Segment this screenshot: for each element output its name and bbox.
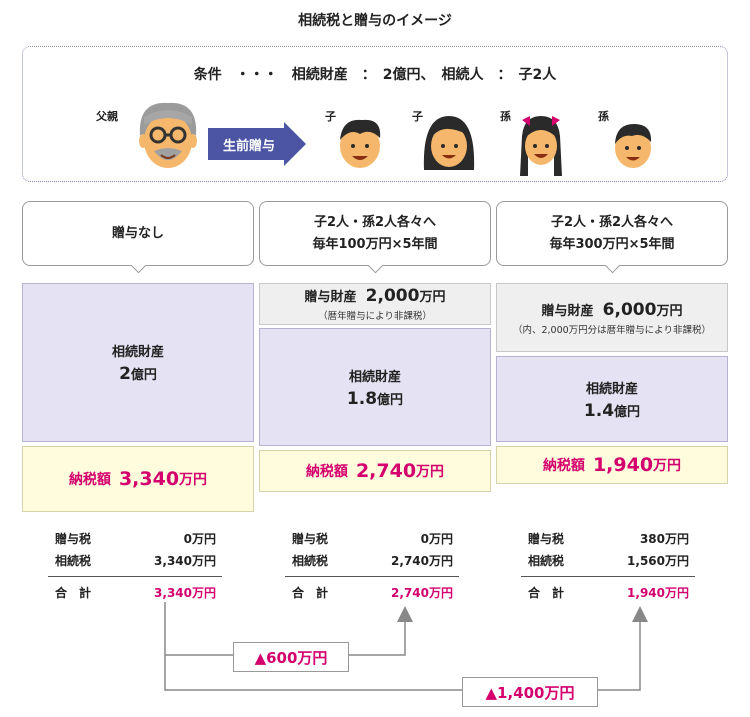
scenario3-tax-unit: 万円	[653, 458, 682, 474]
scenario1-tax-unit: 万円	[179, 472, 208, 488]
scenario3-bubble-line2: 毎年300万円×5年間	[549, 236, 675, 252]
scenario1-tax-box: 納税額 3,340 万円	[22, 446, 254, 512]
scenario2-inheritance-label: 相続財産	[348, 369, 401, 385]
gift-arrow-icon	[208, 122, 306, 166]
scenario2-tax-box: 納税額 2,740 万円	[259, 450, 491, 492]
scenario3-inheritance-tax-value: 1,560万円	[627, 554, 689, 568]
scenario1-gift-tax-label: 贈与税	[55, 532, 92, 546]
scenario3-gift-tax-label: 贈与税	[528, 532, 565, 546]
father-avatar-icon	[139, 102, 197, 168]
scenario3-gift-unit: 万円	[656, 303, 683, 319]
scenario3-tax-box: 納税額 1,940 万円	[496, 446, 728, 484]
scenario2-inheritance-amount: 1.8	[346, 388, 378, 409]
scenario2-gift-tax-label: 贈与税	[292, 532, 329, 546]
scenario2-bubble-line2: 毎年100万円×5年間	[312, 236, 438, 252]
scenario3-bubble: 子2人・孫2人各々へ 毎年300万円×5年間	[496, 201, 728, 266]
scenario3-inheritance-tax-label: 相続税	[528, 554, 565, 568]
difference-600-badge: ▲600万円	[233, 642, 349, 672]
scenario2-gift-amount: 2,000	[365, 286, 420, 306]
grandchild2-label: 孫	[598, 110, 609, 123]
scenario3-inheritance-unit: 億円	[614, 404, 641, 420]
scenario2-total-label: 合 計	[292, 586, 329, 600]
scenario3-inheritance-box: 相続財産 1.4億円	[496, 356, 728, 442]
scenario1-bubble: 贈与なし	[22, 201, 254, 266]
scenario1-inheritance-label: 相続財産	[111, 345, 164, 360]
scenario2-divider	[285, 576, 459, 577]
page-title: 相続税と贈与のイメージ	[298, 13, 452, 29]
scenario2-gift-label: 贈与財産	[304, 290, 357, 305]
scenario2-total-value: 2,740万円	[391, 586, 453, 600]
scenario2-inheritance-tax-label: 相続税	[292, 554, 329, 568]
scenario1-divider	[48, 576, 222, 577]
scenario2-inheritance-box: 相続財産 1.8億円	[259, 328, 491, 446]
scenario3-inheritance-label: 相続財産	[585, 381, 638, 397]
child-girl-avatar-icon	[423, 116, 475, 170]
scenario2-gift-unit: 万円	[419, 290, 446, 305]
scenario3-gift-note: （内、2,000万円分は暦年贈与により非課税）	[512, 324, 711, 336]
scenario2-bubble: 子2人・孫2人各々へ 毎年100万円×5年間	[259, 201, 491, 266]
scenario2-gift-note: （暦年贈与により非課税）	[318, 311, 432, 322]
conditions-panel	[22, 46, 728, 182]
scenario1-tax-amount: 3,340	[118, 468, 180, 490]
scenario2-bubble-line1: 子2人・孫2人各々へ	[313, 214, 437, 230]
difference-1400-badge: ▲1,400万円	[462, 677, 598, 707]
scenario1-inheritance-unit: 億円	[130, 368, 157, 383]
scenario1-tax-label: 納税額	[68, 472, 111, 488]
scenario2-tax-amount: 2,740	[355, 460, 417, 482]
scenario2-tax-unit: 万円	[416, 464, 445, 480]
scenario2-gift-box: 贈与財産 2,000万円 （暦年贈与により非課税）	[259, 283, 491, 325]
child2-label: 子	[412, 110, 423, 123]
scenario1-total-value: 3,340万円	[154, 586, 216, 600]
scenario3-tax-amount: 1,940	[592, 454, 654, 476]
child-boy-avatar-icon	[340, 119, 381, 168]
grandchild-boy-avatar-icon	[615, 124, 652, 168]
scenario1-bubble-text: 贈与なし	[111, 225, 164, 241]
scenario2-inheritance-unit: 億円	[377, 392, 404, 408]
scenario3-total-value: 1,940万円	[627, 586, 689, 600]
scenario1-inheritance-amount: 2	[119, 364, 131, 384]
scenario3-gift-box: 贈与財産 6,000万円 （内、2,000万円分は暦年贈与により非課税）	[496, 283, 728, 352]
scenario3-gift-label: 贈与財産	[541, 303, 594, 319]
child1-label: 子	[325, 110, 336, 123]
scenario3-inheritance-amount: 1.4	[583, 400, 615, 421]
scenario2-gift-tax-value: 0万円	[420, 532, 453, 546]
scenario1-inheritance-tax-value: 3,340万円	[154, 554, 216, 568]
scenario3-total-label: 合 計	[528, 586, 565, 600]
grandchild1-label: 孫	[500, 110, 511, 123]
scenario1-gift-tax-value: 0万円	[183, 532, 216, 546]
gift-arrow-label: 生前贈与	[222, 139, 275, 154]
grandchild-girl-avatar-icon	[520, 116, 562, 176]
scenario2-tax-label: 納税額	[305, 464, 348, 480]
scenario1-inheritance-tax-label: 相続税	[55, 554, 92, 568]
conditions-text: 条件 ・・・ 相続財産 ： 2億円、 相続人 ： 子2人	[193, 67, 557, 83]
father-label: 父親	[96, 110, 118, 123]
scenario3-tax-label: 納税額	[542, 458, 585, 474]
scenario2-inheritance-tax-value: 2,740万円	[391, 554, 453, 568]
scenario3-gift-amount: 6,000	[602, 299, 657, 320]
scenario1-total-label: 合 計	[55, 586, 92, 600]
scenario3-divider	[521, 576, 695, 577]
scenario1-inheritance-box: 相続財産 2億円	[22, 283, 254, 442]
scenario3-gift-tax-value: 380万円	[639, 532, 689, 546]
scenario3-bubble-line1: 子2人・孫2人各々へ	[550, 214, 674, 230]
